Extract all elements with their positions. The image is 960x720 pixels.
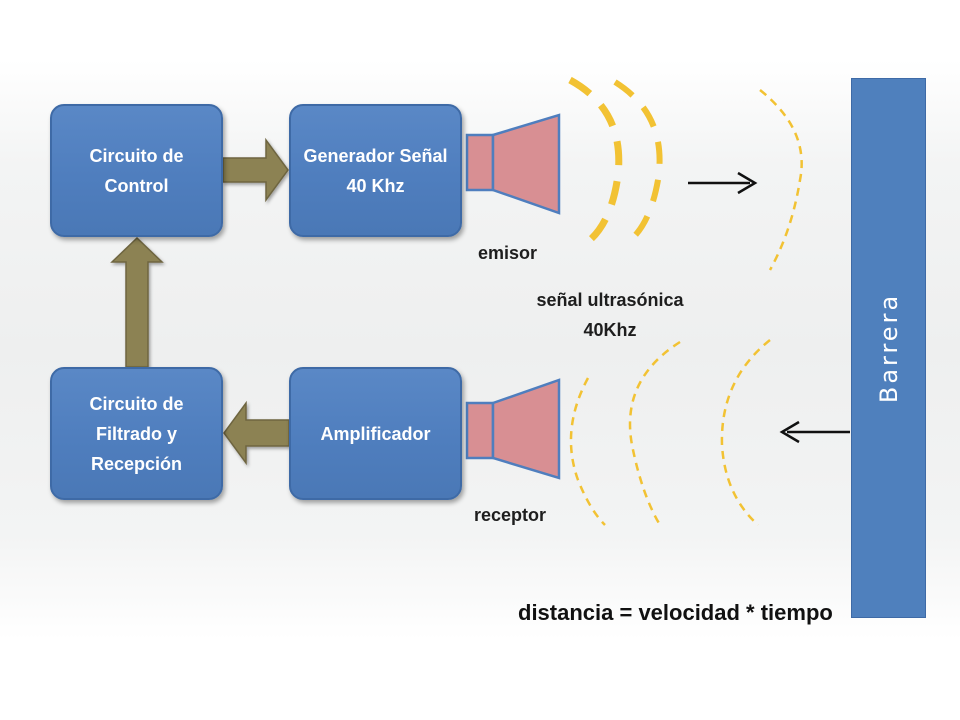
reflected-wave-3 bbox=[720, 339, 771, 526]
emitted-wave-3 bbox=[759, 89, 803, 271]
block-arrow-amplifier-to-filter bbox=[223, 400, 290, 466]
emitter-transducer bbox=[465, 113, 561, 215]
receiver-label: receptor bbox=[474, 505, 547, 525]
barrier-label: Barrera bbox=[874, 292, 903, 404]
control-circuit-block: Circuito de Control bbox=[50, 104, 223, 237]
ultrasonic-signal-label-line2: 40Khz bbox=[583, 320, 637, 340]
emitted-wave-1 bbox=[568, 76, 623, 243]
ultrasonic-signal-label-line1: señal ultrasónica bbox=[536, 290, 684, 310]
reflected-wave-2 bbox=[628, 340, 681, 526]
amplifier-label: Amplificador bbox=[320, 423, 431, 444]
emitted-wave-2 bbox=[613, 79, 663, 245]
signal-generator-block: Generador Señal 40 Khz bbox=[289, 104, 462, 237]
emitter-label: emisor bbox=[478, 243, 538, 263]
control-circuit-label-line2: Control bbox=[104, 175, 169, 196]
ultrasonic-signal-label: señal ultrasónica 40Khz bbox=[520, 285, 700, 345]
reflected-wave-1 bbox=[569, 377, 606, 526]
filter-reception-label-line1: Circuito de bbox=[89, 393, 184, 414]
signal-generator-label-line2: 40 Khz bbox=[346, 175, 405, 196]
filter-reception-label-line2: Filtrado y bbox=[95, 423, 177, 444]
block-arrow-filter-to-control bbox=[110, 236, 164, 368]
filter-reception-label-line3: Recepción bbox=[90, 453, 183, 474]
barrier: Barrera bbox=[851, 78, 926, 618]
distance-formula: distancia = velocidad * tiempo bbox=[518, 600, 833, 625]
filter-reception-block: Circuito de Filtrado y Recepción bbox=[50, 367, 223, 500]
control-circuit-label-line1: Circuito de bbox=[89, 145, 184, 166]
signal-generator-label-line1: Generador Señal bbox=[303, 145, 448, 166]
receiver-transducer bbox=[465, 378, 561, 480]
outgoing-direction-arrow bbox=[688, 171, 758, 195]
block-arrow-control-to-generator bbox=[222, 137, 289, 203]
returning-direction-arrow bbox=[779, 420, 850, 444]
amplifier-block: Amplificador bbox=[289, 367, 462, 500]
